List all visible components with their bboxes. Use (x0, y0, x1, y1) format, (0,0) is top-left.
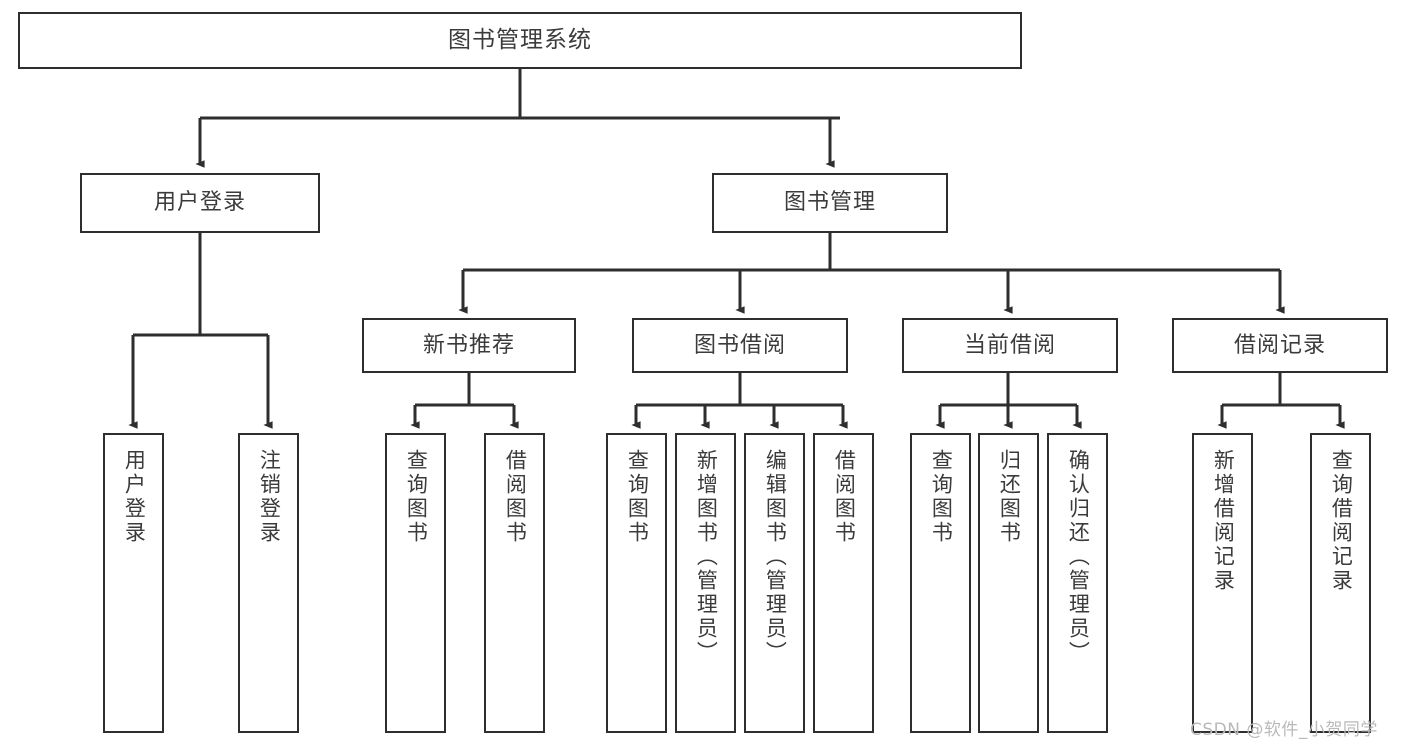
node-leaf-borrow-book-2-label: 借阅图书 (832, 449, 857, 545)
node-borrow-record[interactable]: 借阅记录 (1172, 318, 1388, 373)
node-leaf-confirm-return-label: 确认归还（管理员） (1066, 449, 1091, 665)
node-leaf-logout-login-label: 注销登录 (257, 449, 282, 545)
node-leaf-add-record[interactable]: 新增借阅记录 (1192, 433, 1253, 733)
node-leaf-return-book[interactable]: 归还图书 (978, 433, 1039, 733)
node-leaf-add-book[interactable]: 新增图书（管理员） (675, 433, 736, 733)
node-leaf-add-book-label: 新增图书（管理员） (694, 449, 719, 665)
node-leaf-return-book-label: 归还图书 (997, 449, 1022, 545)
node-leaf-borrow-book-1[interactable]: 借阅图书 (484, 433, 545, 733)
node-new-book-recommend-label: 新书推荐 (422, 332, 515, 358)
node-new-book-recommend[interactable]: 新书推荐 (362, 318, 576, 373)
node-leaf-borrow-book-2[interactable]: 借阅图书 (813, 433, 874, 733)
node-user-login[interactable]: 用户登录 (80, 173, 320, 233)
node-book-borrow[interactable]: 图书借阅 (632, 318, 848, 373)
node-user-login-label: 用户登录 (153, 190, 246, 216)
node-leaf-query-book-1[interactable]: 查询图书 (385, 433, 446, 733)
node-book-management-label: 图书管理 (783, 190, 876, 216)
node-leaf-query-book-2[interactable]: 查询图书 (606, 433, 667, 733)
node-leaf-query-book-1-label: 查询图书 (404, 449, 429, 545)
node-root[interactable]: 图书管理系统 (18, 12, 1022, 69)
node-leaf-confirm-return[interactable]: 确认归还（管理员） (1047, 433, 1108, 733)
csdn-watermark: CSDN @软件_小贺同学 (1190, 720, 1378, 740)
node-leaf-add-record-label: 新增借阅记录 (1211, 449, 1236, 593)
node-book-borrow-label: 图书借阅 (693, 332, 786, 358)
node-leaf-query-record[interactable]: 查询借阅记录 (1310, 433, 1371, 733)
node-root-label: 图书管理系统 (448, 26, 592, 53)
node-current-borrow-label: 当前借阅 (963, 332, 1056, 358)
node-leaf-edit-book[interactable]: 编辑图书（管理员） (744, 433, 805, 733)
node-leaf-user-login-label: 用户登录 (122, 449, 147, 545)
node-book-management[interactable]: 图书管理 (712, 173, 948, 233)
node-leaf-logout-login[interactable]: 注销登录 (238, 433, 299, 733)
node-leaf-user-login[interactable]: 用户登录 (103, 433, 164, 733)
node-leaf-borrow-book-1-label: 借阅图书 (503, 449, 528, 545)
node-leaf-query-book-3[interactable]: 查询图书 (910, 433, 971, 733)
node-leaf-query-record-label: 查询借阅记录 (1329, 449, 1354, 593)
node-leaf-query-book-3-label: 查询图书 (929, 449, 954, 545)
node-leaf-query-book-2-label: 查询图书 (625, 449, 650, 545)
node-leaf-edit-book-label: 编辑图书（管理员） (763, 449, 788, 665)
node-current-borrow[interactable]: 当前借阅 (902, 318, 1118, 373)
node-borrow-record-label: 借阅记录 (1233, 332, 1326, 358)
